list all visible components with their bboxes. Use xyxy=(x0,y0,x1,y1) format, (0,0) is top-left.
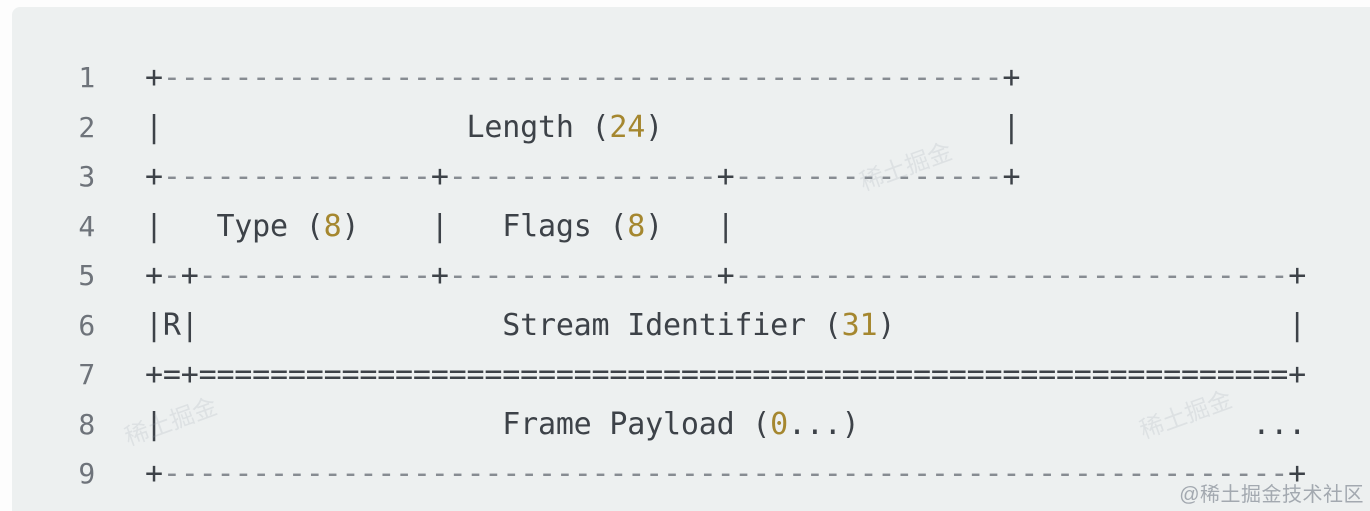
code-line: 2 | Length (24) | xyxy=(12,103,1370,153)
code-line: 9 +--------------------------------------… xyxy=(12,449,1370,499)
code-line: 3 +---------------+---------------+------… xyxy=(12,152,1370,202)
line-number: 7 xyxy=(78,358,95,391)
code-text: |R| Stream Identifier (31) | xyxy=(145,307,1307,343)
line-number: 4 xyxy=(78,209,95,243)
code-line: 8 | Frame Payload (0...) ... xyxy=(12,400,1370,450)
code-text: +-+-------------+---------------+-------… xyxy=(145,258,1307,293)
line-number: 2 xyxy=(78,110,95,144)
line-number: 9 xyxy=(78,457,95,490)
code-text: | Length (24) | xyxy=(145,109,1021,145)
site-watermark: @稀土掘金技术社区 xyxy=(1179,484,1364,506)
line-number: 8 xyxy=(78,407,95,441)
line-number: 1 xyxy=(78,61,95,94)
code-line: 6 |R| Stream Identifier (31) | xyxy=(12,301,1370,351)
line-number: 3 xyxy=(78,160,95,193)
code-text: +---------------------------------------… xyxy=(145,60,1021,95)
code-line: 7 +=+====================================… xyxy=(12,350,1370,400)
code-line: 4 | Type (8) | Flags (8) | xyxy=(12,202,1370,252)
code-line: 5 +-+-------------+---------------+------… xyxy=(12,251,1370,301)
code-text: +=+=====================================… xyxy=(145,357,1306,392)
code-text: | Type (8) | Flags (8) | xyxy=(145,208,735,244)
code-text: +---------------------------------------… xyxy=(145,456,1307,491)
ascii-frame-diagram: 1 +--------------------------------------… xyxy=(12,7,1370,499)
code-block-panel: 1 +--------------------------------------… xyxy=(12,7,1370,511)
line-number: 6 xyxy=(78,308,95,342)
code-line: 1 +--------------------------------------… xyxy=(12,53,1370,103)
code-text: | Frame Payload (0...) ... xyxy=(145,406,1307,442)
line-number: 5 xyxy=(78,259,95,292)
code-text: +---------------+---------------+-------… xyxy=(145,159,1021,194)
